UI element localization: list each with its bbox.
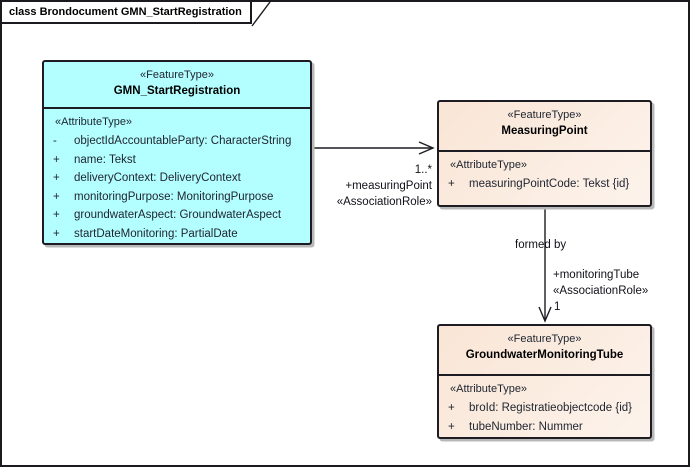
visibility-marker: + bbox=[448, 420, 455, 433]
class-stereotype: «FeatureType» bbox=[507, 109, 582, 121]
class-header: «FeatureType» GroundwaterMonitoringTube bbox=[439, 326, 650, 376]
association-formed-by-labels: +monitoringTube «AssociationRole» bbox=[553, 267, 648, 299]
attribute-text: groundwaterAspect: GroundwaterAspect bbox=[74, 209, 282, 221]
visibility-marker: + bbox=[53, 227, 60, 240]
attribute-text: deliveryContext: DeliveryContext bbox=[74, 172, 241, 184]
attribute-row: + startDateMonitoring: PartialDate bbox=[44, 225, 310, 244]
class-header: «FeatureType» MeasuringPoint bbox=[439, 102, 650, 152]
visibility-marker: + bbox=[448, 178, 455, 190]
attribute-row: + groundwaterAspect: GroundwaterAspect bbox=[44, 206, 310, 225]
attribute-section-label: «AttributeType» bbox=[55, 116, 133, 128]
visibility-marker: + bbox=[53, 172, 60, 184]
role-label: +monitoringTube bbox=[553, 269, 640, 281]
class-gmn-startregistration[interactable]: «FeatureType» GMN_StartRegistration «Att… bbox=[42, 60, 312, 245]
attribute-row: + measuringPointCode: Tekst {id} bbox=[439, 175, 650, 194]
class-stereotype: «FeatureType» bbox=[507, 333, 582, 345]
class-header: «FeatureType» GMN_StartRegistration bbox=[44, 62, 310, 109]
attribute-text: tubeNumber: Nummer bbox=[469, 420, 583, 433]
association-measuring-point[interactable] bbox=[310, 141, 435, 155]
attribute-row: + monitoringPurpose: MonitoringPurpose bbox=[44, 188, 310, 207]
class-stereotype: «FeatureType» bbox=[140, 69, 214, 81]
attribute-row: + name: Tekst bbox=[44, 151, 310, 170]
attribute-text: broId: Registratieobjectcode {id} bbox=[469, 402, 633, 414]
attribute-section-label: «AttributeType» bbox=[450, 159, 528, 171]
attribute-row: - objectIdAccountableParty: CharacterStr… bbox=[44, 132, 310, 151]
association-stereotype-label: «AssociationRole» bbox=[553, 285, 649, 297]
class-name: MeasuringPoint bbox=[501, 125, 588, 137]
visibility-marker: + bbox=[53, 190, 60, 203]
attribute-text: monitoringPurpose: MonitoringPurpose bbox=[74, 190, 274, 203]
attribute-row: + broId: Registratieobjectcode {id} bbox=[439, 399, 650, 418]
attribute-text: startDateMonitoring: PartialDate bbox=[74, 227, 238, 240]
class-name: GroundwaterMonitoringTube bbox=[465, 349, 624, 361]
class-groundwatermonitoringtube[interactable]: «FeatureType» GroundwaterMonitoringTube … bbox=[437, 324, 652, 439]
visibility-marker: - bbox=[53, 135, 57, 147]
attribute-compartment: «AttributeType» + broId: Registratieobje… bbox=[439, 376, 650, 436]
visibility-marker: + bbox=[53, 153, 60, 166]
multiplicity-label: 1..* bbox=[414, 164, 432, 176]
class-name: GMN_StartRegistration bbox=[113, 85, 241, 97]
attribute-row: + tubeNumber: Nummer bbox=[439, 418, 650, 437]
attribute-text: objectIdAccountableParty: CharacterStrin… bbox=[74, 135, 292, 147]
attribute-text: name: Tekst bbox=[74, 153, 136, 166]
frame-tab-corner bbox=[251, 2, 271, 27]
attribute-compartment: «AttributeType» + measuringPointCode: Te… bbox=[439, 152, 650, 194]
visibility-marker: + bbox=[448, 402, 455, 414]
attribute-text: measuringPointCode: Tekst {id} bbox=[469, 178, 630, 190]
multiplicity-label: 1 bbox=[554, 301, 561, 313]
association-formed-by[interactable] bbox=[538, 205, 552, 323]
class-measuringpoint[interactable]: «FeatureType» MeasuringPoint «AttributeT… bbox=[437, 100, 652, 207]
association-stereotype-label: «AssociationRole» bbox=[336, 196, 432, 208]
association-name-label: formed by bbox=[515, 239, 567, 251]
attribute-compartment: «AttributeType» - objectIdAccountablePar… bbox=[44, 109, 310, 243]
visibility-marker: + bbox=[53, 209, 60, 221]
frame-title-tab: class Brondocument GMN_StartRegistration bbox=[2, 2, 252, 24]
attribute-section-label: «AttributeType» bbox=[450, 383, 528, 395]
attribute-row: + deliveryContext: DeliveryContext bbox=[44, 169, 310, 188]
role-label: +measuringPoint bbox=[345, 180, 432, 192]
frame-title: class Brondocument GMN_StartRegistration bbox=[9, 6, 242, 18]
association-measuring-point-labels: 1..* +measuringPoint «AssociationRole» bbox=[300, 162, 432, 210]
